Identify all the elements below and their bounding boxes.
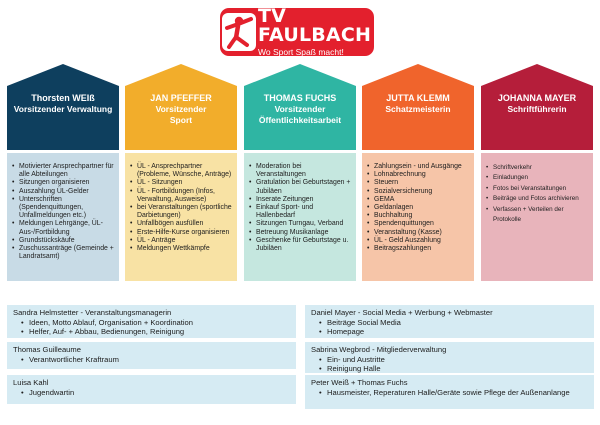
task-item: ÜL - Sitzungen <box>129 179 233 187</box>
info-box-item: Jugendwartin <box>13 388 290 398</box>
info-box-sandra-helmstetter: Sandra Helmstetter - Veranstaltungsmanag… <box>7 305 296 338</box>
task-list: Zahlungsein - und Ausgänge Lohnabrechnun… <box>366 163 470 253</box>
info-box-thomas-guilleaume: Thomas Guilleaume Verantwortlicher Kraft… <box>7 342 296 369</box>
info-box-item: Ein- und Austritte <box>311 355 588 365</box>
info-box-title: Daniel Mayer - Social Media + Werbung + … <box>311 308 493 317</box>
task-item: Verfassen + Verteilen der Protokolle <box>485 205 589 226</box>
info-box-daniel-mayer: Daniel Mayer - Social Media + Werbung + … <box>305 305 594 338</box>
info-box-title: Sabrina Wegbrod - Mitgliederverwaltung <box>311 345 447 354</box>
task-item: Zuschussanträge (Gemeinde + Landratsamt) <box>11 245 115 261</box>
column-body: Motivierter Ansprechpartner für alle Abt… <box>7 153 119 281</box>
info-box-item: Reinigung Halle <box>311 364 588 374</box>
task-item: Betreuung Musikanlage <box>248 229 352 237</box>
task-item: ÜL - Ansprechpartner (Probleme, Wünsche,… <box>129 163 233 179</box>
task-item: Zahlungsein - und Ausgänge <box>366 163 470 171</box>
info-box-title: Luisa Kahl <box>13 378 49 387</box>
column-jutta-klemm: JUTTA KLEMM Schatzmeisterin Zahlungsein … <box>362 64 474 281</box>
gymnast-icon <box>220 8 258 56</box>
task-list: Motivierter Ansprechpartner für alle Abt… <box>11 163 115 261</box>
member-name: Thorsten WEIß <box>31 93 95 103</box>
task-list: ÜL - Ansprechpartner (Probleme, Wünsche,… <box>129 163 233 253</box>
task-item: Schriftverkehr <box>485 163 589 174</box>
task-item: Grundstückskäufe <box>11 237 115 245</box>
task-list: Schriftverkehr Einladungen Fotos bei Ver… <box>485 163 589 225</box>
task-item: Auszahlung ÜL-Gelder <box>11 188 115 196</box>
info-box-item: Ideen, Motto Ablauf, Organisation + Koor… <box>13 318 290 328</box>
info-box-peter-weiss-thomas-fuchs: Peter Weiß + Thomas Fuchs Hausmeister, R… <box>305 375 594 409</box>
info-box-sabrina-wegbrod: Sabrina Wegbrod - Mitgliederverwaltung E… <box>305 342 594 374</box>
task-item: bei Veranstaltungen (sportliche Darbietu… <box>129 204 233 220</box>
task-item: Einkauf Sport- und Hallenbedarf <box>248 204 352 220</box>
column-header: JAN PFEFFER Vorsitzender Sport <box>125 64 237 150</box>
info-box-item: Verantwortlicher Kraftraum <box>13 355 290 365</box>
column-header: JUTTA KLEMM Schatzmeisterin <box>362 64 474 150</box>
task-item: GEMA <box>366 196 470 204</box>
member-role: Vorsitzender Verwaltung <box>13 104 113 114</box>
task-item: Fotos bei Veranstaltungen <box>485 184 589 195</box>
column-thorsten-weiss: Thorsten WEIß Vorsitzender Verwaltung Mo… <box>7 64 119 281</box>
task-item: Veranstaltung (Kasse) <box>366 229 470 237</box>
task-item: Spendenquittungen <box>366 220 470 228</box>
column-header: THOMAS FUCHS Vorsitzender Öffentlichkeit… <box>244 64 356 150</box>
task-item: Lohnabrechnung <box>366 171 470 179</box>
task-item: Inserate Zeitungen <box>248 196 352 204</box>
member-name: THOMAS FUCHS <box>263 93 337 103</box>
task-item: Motivierter Ansprechpartner für alle Abt… <box>11 163 115 179</box>
column-body: Schriftverkehr Einladungen Fotos bei Ver… <box>481 153 593 281</box>
logo-subtitle: Wo Sport Spaß macht! <box>258 47 344 58</box>
member-name: JUTTA KLEMM <box>386 93 450 103</box>
task-item: Erste-Hilfe-Kurse organisieren <box>129 229 233 237</box>
column-johanna-mayer: JOHANNA MAYER Schriftführerin Schriftver… <box>481 64 593 281</box>
task-item: Gratulation bei Geburtstagen + Jubiläen <box>248 179 352 195</box>
task-item: Unterschriften (Spendenquittungen, Unfal… <box>11 196 115 221</box>
member-role: Vorsitzender Sport <box>155 104 207 125</box>
member-name: JOHANNA MAYER <box>497 93 577 103</box>
column-body: Moderation bei Veranstaltungen Gratulati… <box>244 153 356 281</box>
task-item: Steuern <box>366 179 470 187</box>
task-item: Sitzungen organisieren <box>11 179 115 187</box>
task-item: Sozialversicherung <box>366 188 470 196</box>
club-logo: TV FAULBACH Wo Sport Spaß macht! <box>220 5 374 58</box>
task-item: Beiträge und Fotos archivieren <box>485 194 589 205</box>
member-role: Schriftführerin <box>507 104 567 114</box>
task-item: ÜL - Geld Auszahlung <box>366 237 470 245</box>
info-box-luisa-kahl: Luisa Kahl Jugendwartin <box>7 375 296 404</box>
column-body: ÜL - Ansprechpartner (Probleme, Wünsche,… <box>125 153 237 281</box>
member-role: Vorsitzender Öffentlichkeitsarbeit <box>258 104 342 125</box>
task-item: ÜL - Anträge <box>129 237 233 245</box>
column-header: JOHANNA MAYER Schriftführerin <box>481 64 593 150</box>
task-item: Moderation bei Veranstaltungen <box>248 163 352 179</box>
info-box-title: Thomas Guilleaume <box>13 345 81 354</box>
task-item: Sitzungen Turngau, Verband <box>248 220 352 228</box>
column-header: Thorsten WEIß Vorsitzender Verwaltung <box>7 64 119 150</box>
task-list: Moderation bei Veranstaltungen Gratulati… <box>248 163 352 253</box>
info-box-item: Beiträge Social Media <box>311 318 588 328</box>
info-box-title: Sandra Helmstetter - Veranstaltungsmanag… <box>13 308 172 317</box>
task-item: Einladungen <box>485 173 589 184</box>
task-item: Beitragszahlungen <box>366 245 470 253</box>
info-box-item: Helfer, Auf- + Abbau, Bedienungen, Reini… <box>13 327 290 337</box>
task-item: Unfallbögen ausfüllen <box>129 220 233 228</box>
member-role: Schatzmeisterin <box>385 104 451 114</box>
info-box-title: Peter Weiß + Thomas Fuchs <box>311 378 408 387</box>
task-item: Buchhaltung <box>366 212 470 220</box>
task-item: ÜL - Fortbildungen (Infos, Verwaltung, A… <box>129 188 233 204</box>
member-name: JAN PFEFFER <box>150 93 212 103</box>
logo-title: TV FAULBACH <box>258 5 372 47</box>
task-item: Meldungen Wettkämpfe <box>129 245 233 253</box>
column-thomas-fuchs: THOMAS FUCHS Vorsitzender Öffentlichkeit… <box>244 64 356 281</box>
task-item: Meldungen Lehrgänge, ÜL-Aus-/Fortbildung <box>11 220 115 236</box>
column-body: Zahlungsein - und Ausgänge Lohnabrechnun… <box>362 153 474 281</box>
info-box-item: Hausmeister, Reperaturen Halle/Geräte so… <box>311 388 588 398</box>
info-box-item: Homepage <box>311 327 588 337</box>
task-item: Geldanlagen <box>366 204 470 212</box>
task-item: Geschenke für Geburtstage u. Jubiläen <box>248 237 352 253</box>
column-jan-pfeffer: JAN PFEFFER Vorsitzender Sport ÜL - Ansp… <box>125 64 237 281</box>
